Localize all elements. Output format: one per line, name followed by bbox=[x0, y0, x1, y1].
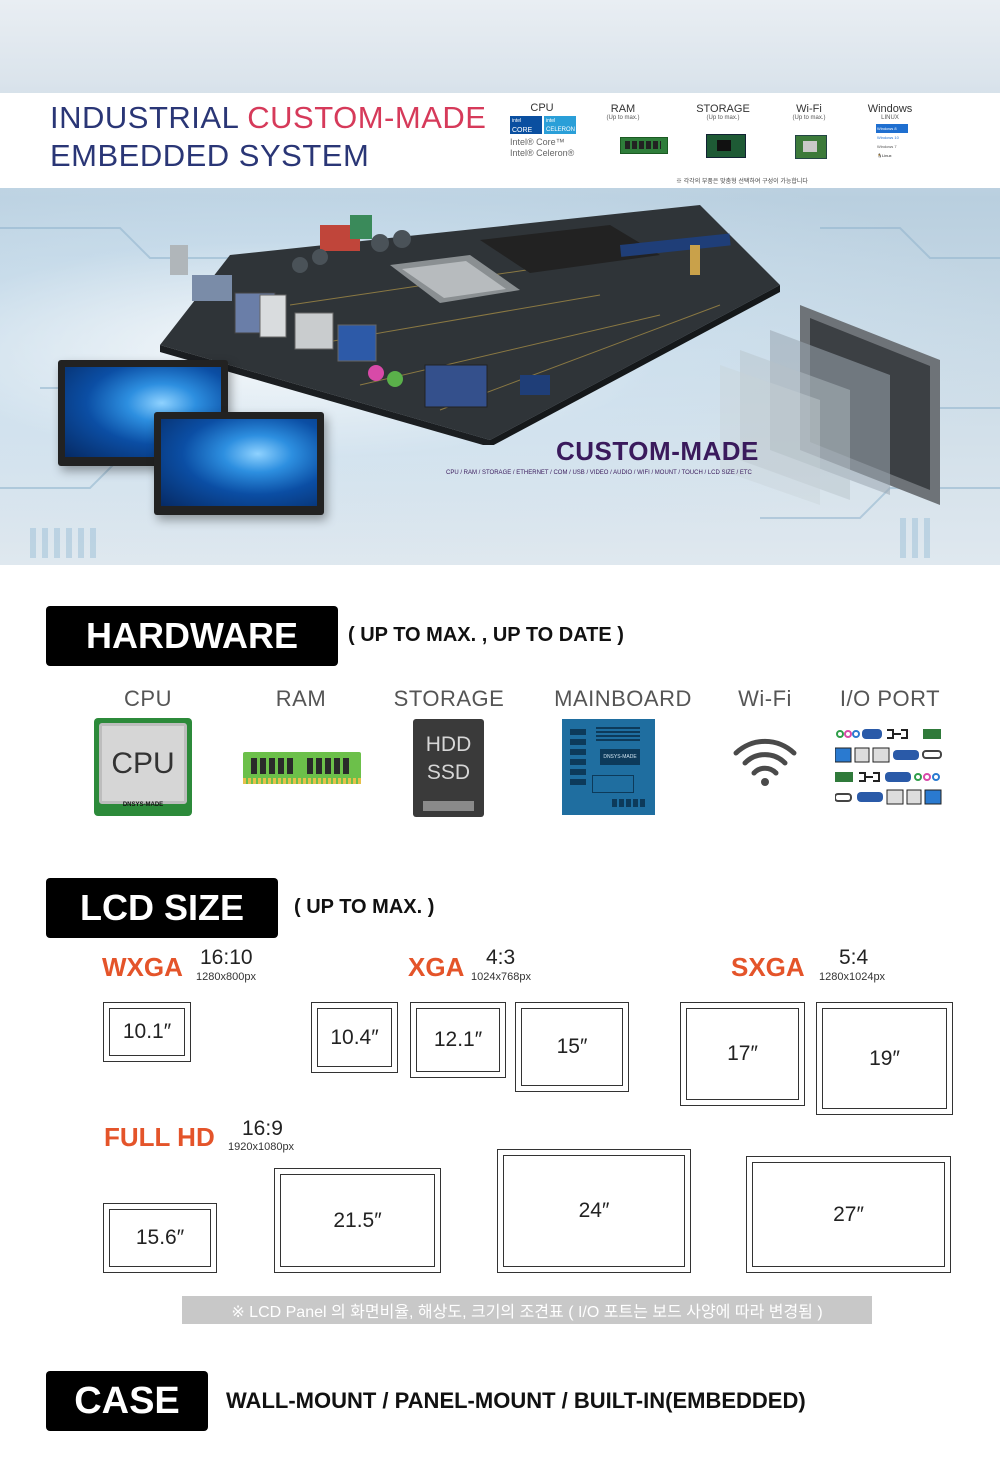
storage-ssd-text: SSD bbox=[426, 761, 471, 784]
spec-cpu-line2: Intel® Celeron® bbox=[510, 148, 575, 158]
wxga-label: WXGA bbox=[102, 952, 183, 982]
os-windows10: Windows 10 bbox=[876, 133, 908, 142]
banner-header bbox=[0, 93, 1000, 188]
banner-title-accent: CUSTOM-MADE bbox=[247, 100, 487, 135]
lcd-panel-15-6: 15.6″ bbox=[103, 1203, 217, 1273]
banner-title-line2: EMBEDDED SYSTEM bbox=[50, 138, 370, 173]
custom-made-title: CUSTOM-MADE bbox=[556, 436, 759, 466]
hardware-label-wifi: Wi-Fi bbox=[738, 686, 792, 711]
spec-ram: RAM(Up to max.) bbox=[606, 103, 640, 121]
custom-made-subtitle: CPU / RAM / STORAGE / ETHERNET / COM / U… bbox=[446, 470, 752, 476]
sxga-label: SXGA bbox=[731, 952, 805, 982]
lcd-panel-17: 17″ bbox=[680, 1002, 805, 1106]
hardware-subtitle: ( UP TO MAX. , UP TO DATE ) bbox=[348, 624, 624, 646]
lcd-panel-12-1: 12.1″ bbox=[410, 1002, 506, 1078]
fullhd-ratio: 16:9 bbox=[242, 1117, 283, 1140]
os-list: Windows 8 Windows 10 Windows 7 🐧Linux bbox=[876, 124, 908, 162]
storage-hdd-text: HDD bbox=[425, 733, 472, 756]
hardware-label-io-port: I/O PORT bbox=[839, 686, 941, 711]
tux-icon: 🐧 bbox=[877, 153, 882, 158]
xga-label: XGA bbox=[408, 952, 465, 982]
lcd-size-label: 21.5″ bbox=[280, 1174, 435, 1267]
lcd-size-label: 27″ bbox=[752, 1162, 945, 1267]
hardware-label-storage: STORAGE bbox=[393, 686, 505, 711]
lcd-panel-21-5: 21.5″ bbox=[274, 1168, 441, 1273]
lcd-size-label: 17″ bbox=[686, 1008, 799, 1100]
ram-module-icon bbox=[243, 752, 361, 784]
lcd-panel-10-4: 10.4″ bbox=[311, 1002, 398, 1073]
spec-storage: STORAGE(Up to max.) bbox=[696, 103, 750, 121]
wxga-ratio: 16:10 bbox=[200, 946, 253, 969]
spec-wifi: Wi-Fi(Up to max.) bbox=[792, 103, 826, 121]
lcd-panel-10-1: 10.1″ bbox=[103, 1002, 191, 1062]
lcd-size-label: 10.4″ bbox=[317, 1008, 392, 1067]
mainboard-icon: DNSYS-MADE bbox=[562, 719, 655, 815]
hardware-label-mainboard: MAINBOARD bbox=[554, 686, 692, 711]
ram-stick-icon bbox=[620, 137, 668, 154]
hardware-section-title: HARDWARE bbox=[46, 606, 338, 666]
sxga-resolution: 1280x1024px bbox=[819, 971, 886, 983]
xga-ratio: 4:3 bbox=[486, 946, 516, 969]
lcd-subtitle: ( UP TO MAX. ) bbox=[294, 896, 435, 918]
lcd-panel-19: 19″ bbox=[816, 1002, 953, 1115]
os-windows8: Windows 8 bbox=[876, 124, 908, 133]
motherboard-illustration bbox=[160, 205, 780, 445]
lcd-size-label: 10.1″ bbox=[109, 1008, 185, 1056]
lcd-panel-15: 15″ bbox=[515, 1002, 629, 1092]
os-windows7: Windows 7 bbox=[876, 142, 908, 151]
cpu-chip-icon: CPU DNSYS-MADE bbox=[94, 718, 192, 816]
xga-resolution: 1024x768px bbox=[471, 971, 531, 983]
fullhd-resolution: 1920x1080px bbox=[228, 1141, 295, 1153]
lcd-size-label: 12.1″ bbox=[416, 1008, 500, 1072]
banner-note: ※ 각각의 부품은 맞춤형 선택하여 구성이 가능합니다 bbox=[676, 179, 808, 185]
lcd-size-label: 24″ bbox=[503, 1155, 685, 1267]
hardware-label-ram: RAM bbox=[275, 686, 327, 711]
banner-title-line1: INDUSTRIAL CUSTOM-MADE bbox=[50, 100, 487, 135]
spec-cpu-line1: Intel® Core™ bbox=[510, 137, 565, 147]
mainboard-brand: DNSYS-MADE bbox=[600, 749, 640, 765]
ssd-module-icon bbox=[706, 134, 746, 158]
lcd-size-label: 15″ bbox=[521, 1008, 623, 1086]
wxga-resolution: 1280x800px bbox=[196, 971, 256, 983]
sxga-ratio: 5:4 bbox=[839, 946, 869, 969]
hardware-label-cpu: CPU bbox=[124, 686, 172, 711]
io-port-icon bbox=[835, 729, 942, 805]
lcd-footnote: ※ LCD Panel 의 화면비율, 해상도, 크기의 조견표 ( I/O 포… bbox=[182, 1296, 872, 1324]
monitor-image-2 bbox=[154, 412, 324, 515]
fullhd-label: FULL HD bbox=[104, 1122, 215, 1152]
panel-pc-exploded-view bbox=[720, 305, 940, 505]
cpu-chip-brand: DNSYS-MADE bbox=[122, 802, 164, 808]
lcd-section-title: LCD SIZE bbox=[46, 878, 278, 938]
lcd-panel-27: 27″ bbox=[746, 1156, 951, 1273]
lcd-size-label: 15.6″ bbox=[109, 1209, 211, 1267]
case-description: WALL-MOUNT / PANEL-MOUNT / BUILT-IN(EMBE… bbox=[226, 1388, 806, 1413]
lcd-size-label: 19″ bbox=[822, 1008, 947, 1109]
storage-drive-icon: HDD SSD bbox=[413, 719, 484, 817]
wifi-icon bbox=[733, 738, 797, 786]
cpu-chip-text: CPU bbox=[99, 723, 187, 804]
wifi-card-icon bbox=[795, 135, 827, 159]
spec-cpu-label: CPU bbox=[530, 102, 554, 114]
os-linux: 🐧Linux bbox=[876, 151, 908, 160]
lcd-panel-24: 24″ bbox=[497, 1149, 691, 1273]
case-section-title: CASE bbox=[46, 1371, 208, 1431]
